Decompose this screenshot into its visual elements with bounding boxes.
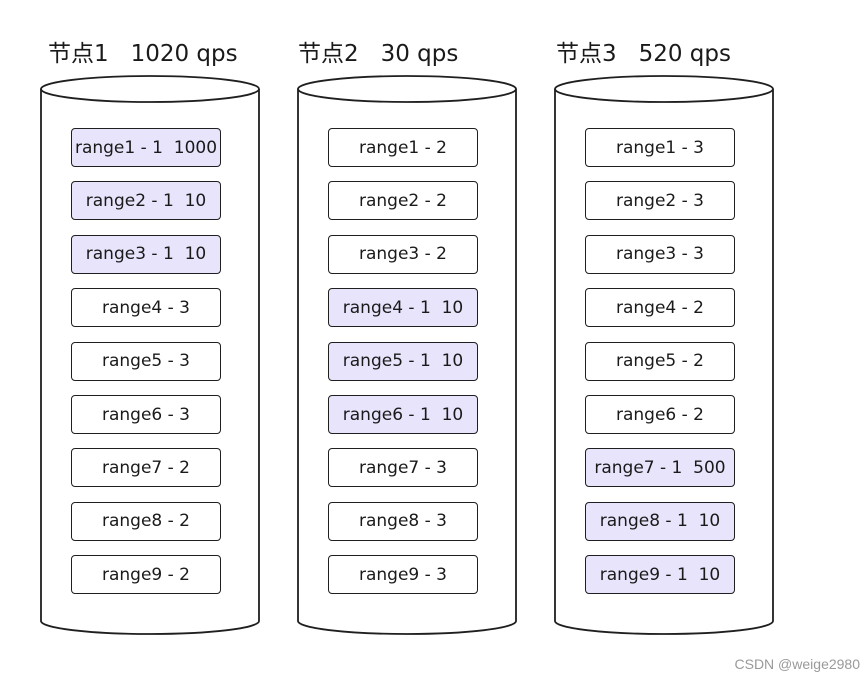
range-box: range3 - 1 10 <box>71 234 221 274</box>
range-box: range8 - 1 10 <box>585 501 735 541</box>
range-box: range6 - 1 10 <box>328 395 478 434</box>
node-3-cylinder: range1 - 3 range2 - 3 range3 - 3 range4 - 2… <box>554 74 774 636</box>
range-box: range4 - 3 <box>71 288 221 328</box>
node-2-title: 节点2 30 qps <box>298 41 459 67</box>
range-box: range5 - 3 <box>71 341 221 381</box>
range-box: range9 - 2 <box>71 555 221 595</box>
range-box: range3 - 3 <box>585 234 735 274</box>
range-box: range8 - 2 <box>71 501 221 541</box>
range-box: range4 - 2 <box>585 288 735 328</box>
range-box: range9 - 1 10 <box>585 555 735 595</box>
range-box: range5 - 1 10 <box>328 341 478 381</box>
range-box: range2 - 1 10 <box>71 181 221 221</box>
node-2-cylinder: range1 - 2 range2 - 2 range3 - 2 range4 - 1… <box>297 74 517 636</box>
range-box: range4 - 1 10 <box>328 288 478 328</box>
range-box: range3 - 2 <box>328 234 478 274</box>
range-box: range1 - 2 <box>328 128 478 167</box>
range-box: range2 - 2 <box>328 181 478 221</box>
range-box: range5 - 2 <box>585 341 735 381</box>
range-box: range6 - 2 <box>585 395 735 434</box>
range-box: range9 - 3 <box>328 555 478 595</box>
range-box: range7 - 1 500 <box>585 448 735 488</box>
range-box: range8 - 3 <box>328 501 478 541</box>
node-1-cylinder: range1 - 1 1000 range2 - 1 10 range3 - 1 1… <box>40 74 260 636</box>
range-box: range1 - 1 1000 <box>71 128 221 167</box>
node-1-title: 节点1 1020 qps <box>48 41 238 67</box>
range-box: range7 - 2 <box>71 448 221 488</box>
range-box: range7 - 3 <box>328 448 478 488</box>
range-box: range1 - 3 <box>585 128 735 167</box>
range-box: range6 - 3 <box>71 395 221 434</box>
watermark: CSDN @weige2980 <box>734 656 861 672</box>
range-box: range2 - 3 <box>585 181 735 221</box>
node-3-title: 节点3 520 qps <box>556 41 731 67</box>
